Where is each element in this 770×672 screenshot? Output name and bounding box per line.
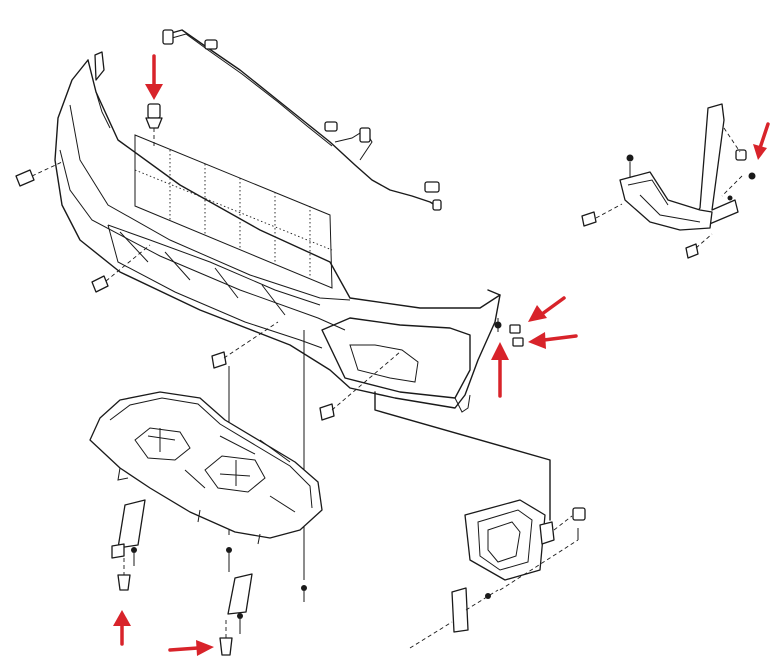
arrow-bracket-bolt [753,122,770,160]
skid-plate [89,391,323,545]
wiring-harness [162,29,442,211]
fog-lamp-connector [572,507,586,521]
arrow-bumper-bolt-up [491,342,509,398]
skid-plate-brackets [111,499,307,656]
harness-connector-end [432,199,442,211]
arrow-bumper-bolt-upper [528,296,566,322]
top-clip [145,103,163,148]
arrow-bottom-clip [168,640,214,656]
arrow-left-clip [113,610,131,646]
left-fasteners [15,161,151,293]
grille-panel [134,134,333,289]
harness-connector-branch [359,127,371,143]
arrow-top-clip [145,54,163,100]
harness-connector-right [424,181,440,193]
bumper-cover [54,51,501,413]
arrow-bumper-bolt-lower [528,332,578,349]
fog-lamp-assembly [374,391,586,649]
harness-connector-left [162,29,174,45]
lower-fasteners [211,321,401,580]
harness-connector-upper [204,39,218,50]
callout-arrows [113,54,770,656]
side-bracket-assembly [581,103,756,259]
harness-connector-mid [324,121,338,132]
right-bumper-bolts [494,318,524,347]
